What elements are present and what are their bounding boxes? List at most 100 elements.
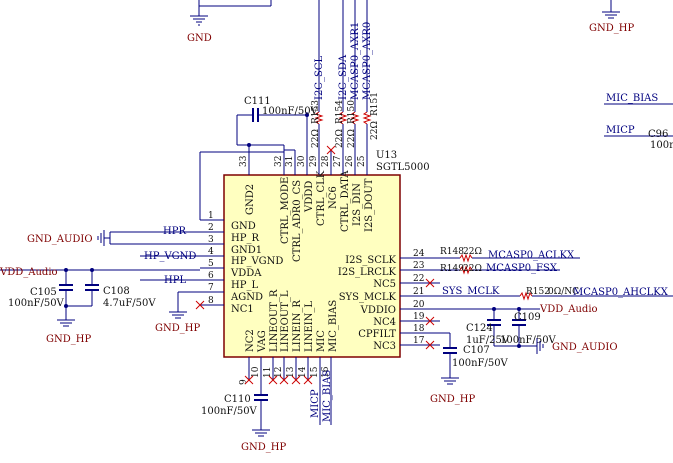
c124-ref: C124 [466, 323, 493, 334]
pin-21-name: SYS_MCLK [339, 292, 397, 303]
top-pin-numbers: 33 32 31 30 29 28 27 26 25 [239, 155, 367, 167]
gnd-hp-bottom-right-label: GND_HP [430, 394, 475, 405]
c107-ref: C107 [463, 345, 490, 356]
pin-17-num: 17 [413, 336, 425, 346]
pin-22-num: 22 [413, 274, 424, 284]
c111-value: 100nF/50V [262, 106, 319, 117]
pin-3-num: 3 [208, 235, 214, 245]
chip-body [223, 174, 401, 358]
pin-19-num: 19 [413, 312, 425, 322]
gnd-hp-left2-label: GND_HP [155, 323, 200, 334]
pin-23-name: I2S_LRCLK [338, 267, 397, 278]
pin-8-name: NC1 [231, 304, 254, 315]
c108-capacitor [64, 270, 99, 308]
sys-mclk-label: SYS_MCLK [442, 286, 500, 297]
pin-10-num: 10 [251, 366, 261, 378]
gnd-hp-left2-symbol [169, 311, 187, 319]
pin-7-num: 7 [208, 283, 214, 293]
gnd-hp-bottom-symbol [252, 429, 270, 437]
pin-6-name: HP_L [231, 280, 258, 291]
pin-15-name: MIC [316, 330, 327, 352]
pin-6-num: 6 [208, 271, 214, 281]
gnd-hp-bottom-right-symbol [441, 377, 459, 385]
r148-ref: R148 [440, 247, 464, 257]
gnd-top-label: GND [187, 33, 212, 44]
r154-ref: R154 [335, 100, 345, 124]
mic-bias-right-label: MIC_BIAS [606, 93, 658, 104]
pin-20-name: VDDIO [360, 305, 396, 316]
gnd-hp-top-right-label: GND_HP [589, 23, 634, 34]
micp-bottom-label: MICP [310, 389, 321, 418]
pin-11-num: 11 [263, 367, 273, 378]
pin-32-num: 32 [274, 156, 284, 167]
i2c-scl-label: I2C_SCL [314, 56, 325, 100]
pin-1-num: 1 [208, 211, 214, 221]
pin-12-name: LINEOUT_L [280, 290, 291, 352]
vdd-audio-right-label: VDD_Audio [539, 304, 598, 315]
r152-value: 0Ω/NC [548, 287, 579, 297]
bottom-pin-numbers: 9 10 11 12 13 14 15 16 [239, 366, 331, 385]
r153-ref: R153 [311, 100, 321, 124]
i2c-sda-label: I2C_SDA [338, 54, 349, 100]
pin-10-name: VAG [257, 330, 268, 353]
pin-24-num: 24 [413, 249, 425, 259]
pin-22-name: NC5 [373, 279, 396, 290]
c124-capacitor [487, 309, 501, 346]
r150-ref: R150 [347, 100, 357, 124]
pin-21-num: 21 [413, 287, 424, 297]
pin-30-num: 30 [297, 155, 307, 167]
pin-31-num: 31 [285, 156, 295, 167]
pin-4-num: 4 [208, 247, 214, 257]
pin-3-name: GND1 [231, 245, 262, 256]
pin-28-num: 28 [321, 155, 331, 167]
hpl-label: HPL [164, 275, 186, 286]
c109-capacitor [494, 309, 537, 348]
pin-31-name: CTRL_ADR0_CS [292, 180, 303, 262]
c109-value: 100nF/50V [500, 335, 557, 346]
pin-29-name: CTRL_CLK [316, 170, 327, 226]
pin-14-num: 14 [298, 366, 308, 378]
r149-ref: R149 [440, 264, 464, 274]
gnd-top-symbol [190, 0, 272, 26]
c108-ref: C108 [103, 286, 130, 297]
c96-value: 100n [650, 140, 673, 151]
pin-17-name: NC3 [373, 341, 396, 352]
mcasp0-ahclkx-label: MCASP0_AHCLKX [573, 287, 669, 298]
pin-27-num: 27 [333, 155, 343, 167]
r149-value: 22Ω [463, 264, 482, 274]
pin-23-num: 23 [413, 261, 425, 271]
mcasp0-fsx-label: MCASP0_FSX [486, 263, 558, 274]
c110-capacitor [254, 394, 268, 430]
c110-value: 100nF/50V [201, 406, 258, 417]
pin-12-num: 12 [274, 367, 284, 378]
pin-2-num: 2 [208, 223, 214, 233]
pin-13-num: 13 [286, 366, 296, 378]
pin-19-name: NC4 [373, 317, 396, 328]
r150-value: 22Ω [347, 129, 357, 148]
top-pin-stubs [248, 112, 368, 175]
pin-5-num: 5 [208, 259, 214, 269]
c109-ref: C109 [514, 312, 541, 323]
c96-ref: C96 [648, 129, 668, 140]
pin-18-name: CPFILT [358, 329, 396, 340]
pin-25-name: I2S_DOUT [364, 178, 375, 232]
c105-value: 100nF/50V [8, 298, 65, 309]
pin-28-name: NC6 [328, 186, 339, 209]
chip-ref: U13 [376, 150, 397, 161]
left-pin-stubs [200, 219, 224, 306]
pin-27-name: CTRL_DATA [340, 170, 351, 232]
r152-ref: R152 [526, 287, 550, 297]
pin-8-num: 8 [208, 296, 214, 306]
nc-mark-pin8 [195, 300, 205, 310]
r151-value: 22Ω [370, 121, 380, 140]
pin-18-num: 18 [413, 324, 425, 334]
pin-2-name: HP_R [231, 233, 259, 244]
gnd-audio-left-symbol [97, 230, 105, 246]
c105-capacitor [59, 270, 73, 320]
pin-9-name: NC2 [245, 329, 256, 352]
nc-mark-pin17 [425, 340, 435, 350]
c111-ref: C111 [244, 96, 271, 107]
mcasp0-aclkx-label: MCASP0_ACLKX [488, 250, 575, 261]
hp-vgnd-label: HP_VGND [144, 251, 196, 262]
